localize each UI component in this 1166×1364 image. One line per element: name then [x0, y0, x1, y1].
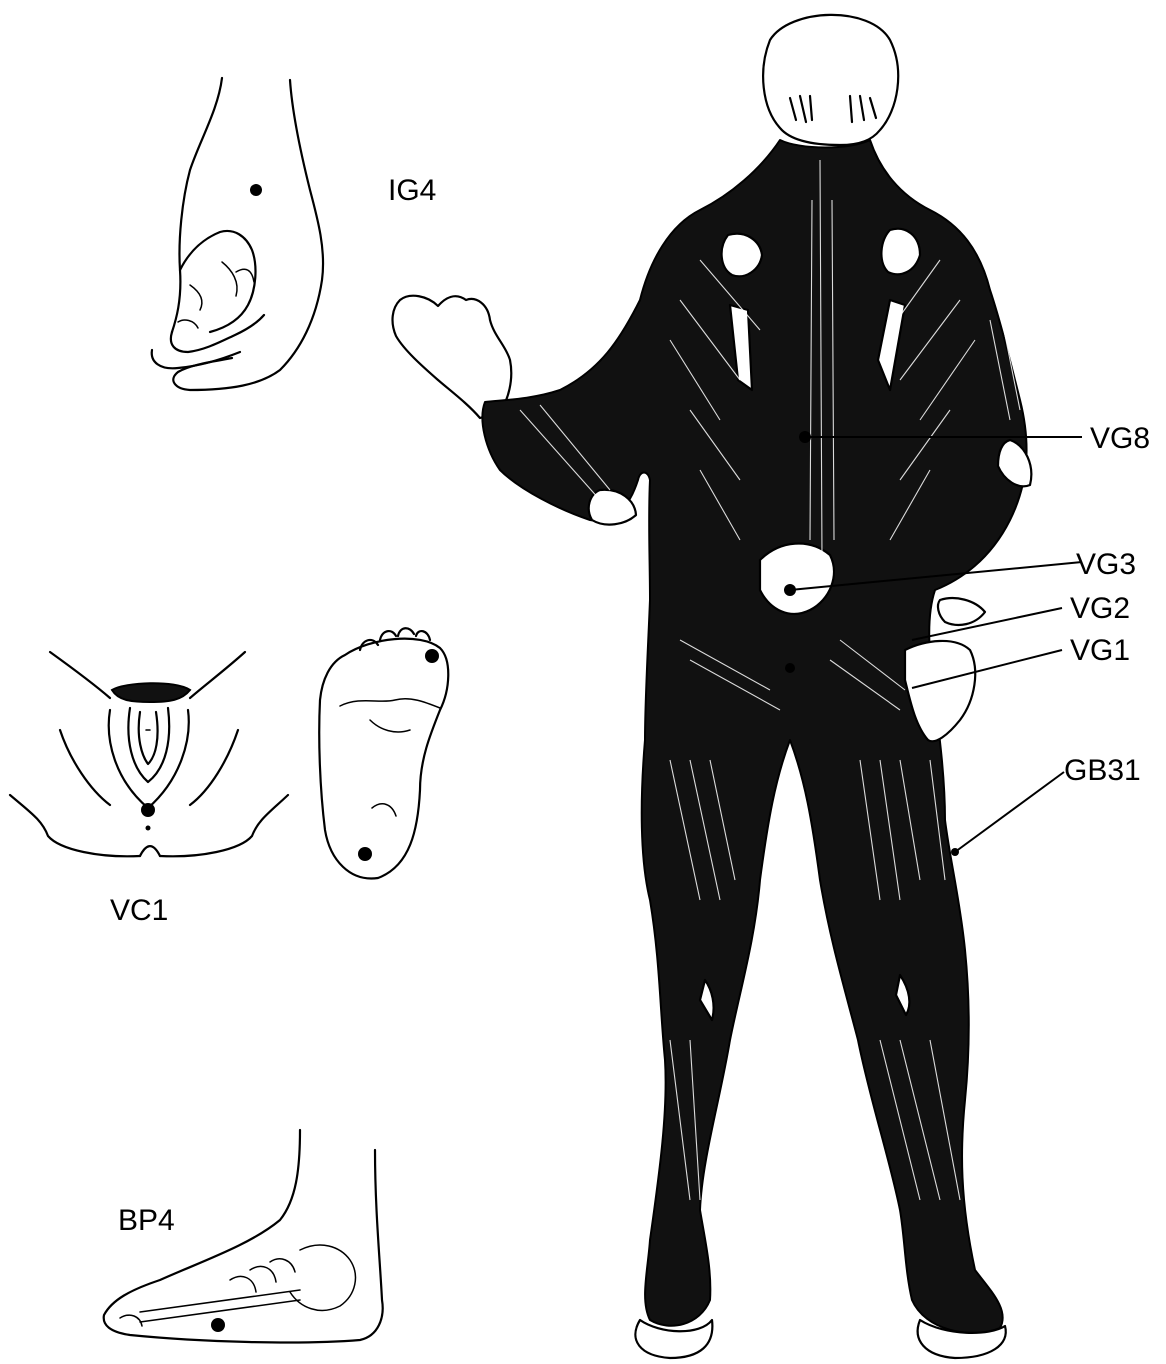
sole-toe-point [425, 649, 439, 663]
ig4-label: IG4 [388, 174, 436, 207]
vc1-label: VC1 [110, 894, 168, 927]
bp4-point [211, 1318, 225, 1332]
vg8-label: VG8 [1090, 422, 1150, 455]
vg3-label: VG3 [1076, 548, 1136, 581]
hand-illustration [152, 78, 323, 390]
vg1-label: VG1 [1070, 634, 1130, 667]
vc1-minor-dot [146, 826, 151, 831]
vg2-leader [912, 608, 1062, 640]
gb31-label: GB31 [1064, 754, 1141, 787]
vg2-label: VG2 [1070, 592, 1130, 625]
posterior-muscular-body-illustration [393, 15, 1032, 1358]
bp4-label: BP4 [118, 1204, 175, 1237]
gb31-leader [955, 772, 1064, 852]
vc1-point [141, 803, 155, 817]
sole-heel-point [358, 847, 372, 861]
ig4-point [250, 184, 262, 196]
perineum-illustration [10, 652, 288, 856]
vg1-point [785, 663, 795, 673]
foot-sole-illustration [319, 628, 448, 878]
